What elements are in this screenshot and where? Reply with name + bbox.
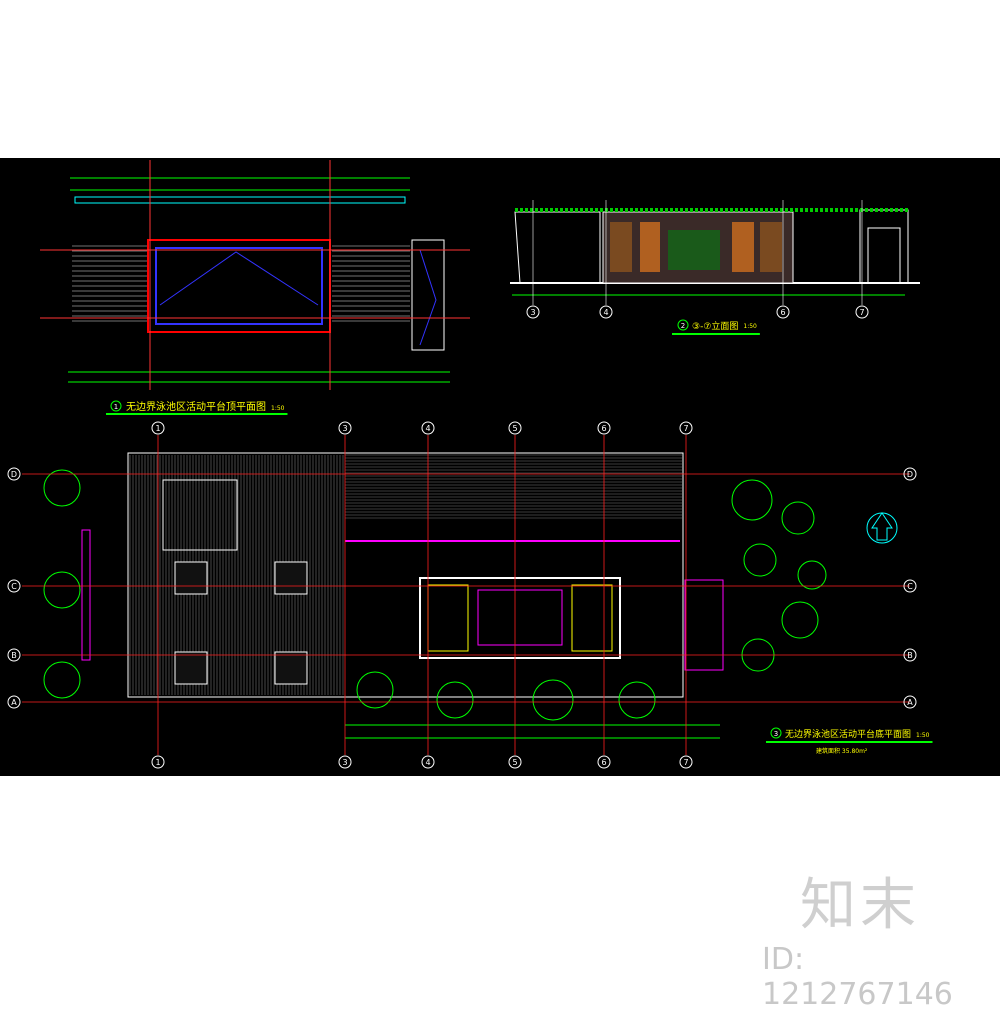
axis-bubble [7,467,21,481]
tree-symbol [43,469,81,507]
tree-symbol [43,661,81,699]
elevation-title-text: ③-⑦立面图 [692,320,738,332]
axis-bubble [7,579,21,593]
axis-label: 6 [780,308,785,317]
axis-bubble [421,755,435,769]
axis-label: C [11,582,17,591]
elevation-title: 2 ③-⑦立面图 1:50 [672,319,760,335]
axis-label: 4 [425,758,430,767]
axis-bubble [338,421,352,435]
floor-area: 建筑面积 35.80m² [816,747,868,755]
trees [43,469,827,721]
roof-plan [40,160,470,390]
axis-label: B [907,651,913,660]
tree-symbol [731,479,773,521]
elevation-scale: 1:50 [743,323,757,330]
axis-bubble [7,648,21,662]
floor-plan [81,452,724,739]
tree-symbol [797,560,827,590]
axis-bubble [421,421,435,435]
axis-label: 6 [601,424,606,433]
tree-symbol [356,671,394,709]
axis-bubble [855,305,869,319]
axis-label: 3 [530,308,535,317]
axis-bubble [776,305,790,319]
axis-label: 3 [342,758,347,767]
axis-bubble [903,695,917,709]
roof-plan-scale: 1:50 [271,405,285,412]
axis-bubble [526,305,540,319]
axis-bubble [597,755,611,769]
axis-label: 4 [603,308,608,317]
axis-bubble [599,305,613,319]
cad-drawing-canvas: 1 无边界泳池区活动平台顶平面图 1:50 3 4 6 7 2 ③-⑦立面图 1:50 [0,158,1000,776]
watermark-id: ID: 1212767146 [762,942,953,1012]
axis-label: A [907,698,913,707]
tree-symbol [618,681,656,719]
roof-deck-left [72,245,148,322]
axis-bubble [679,755,693,769]
axis-label: 4 [425,424,430,433]
tree-symbol [43,571,81,609]
axis-label: C [907,582,913,591]
floor-plan-title-text: 无边界泳池区活动平台底平面图 [785,728,911,740]
tree-symbol [781,501,815,535]
watermark-logo: 知末 [800,873,920,938]
axis-bubble [508,421,522,435]
roof-plan-title-text: 无边界泳池区活动平台顶平面图 [126,400,266,413]
axis-label: D [907,470,913,479]
axis-bubble [508,755,522,769]
roof-plan-number: 1 [114,403,118,411]
axis-bubble [151,755,165,769]
roof-plan-title: 1 无边界泳池区活动平台顶平面图 1:50 [106,400,288,415]
cad-drawing: 1 无边界泳池区活动平台顶平面图 1:50 3 4 6 7 2 ③-⑦立面图 1:50 [7,160,933,769]
axis-bubble [7,695,21,709]
tree-symbol [436,681,474,719]
tree-symbol [743,543,777,577]
axis-label: 7 [859,308,864,317]
axis-label: 5 [512,424,517,433]
axis-label: D [11,470,17,479]
elevation-number: 2 [681,322,685,330]
axis-bubble [151,421,165,435]
axis-label: A [11,698,17,707]
axis-bubble [903,467,917,481]
axis-label: 5 [512,758,517,767]
tree-symbol [532,679,574,721]
axis-bubble [903,579,917,593]
north-arrow-icon [866,512,898,544]
elevation [510,208,920,296]
elevation-axes: 3 4 6 7 [526,200,869,319]
axis-label: 1 [155,424,160,433]
tree-symbol [781,601,819,639]
axis-label: 6 [601,758,606,767]
floor-plan-title: 3 无边界泳池区活动平台底平面图 1:50 建筑面积 35.80m² [766,727,933,755]
axis-label: 7 [683,758,688,767]
floor-plan-number: 3 [774,730,778,738]
roof-deck-right [332,245,410,322]
floor-plan-scale: 1:50 [916,732,930,739]
axis-bubble [597,421,611,435]
axis-label: B [11,651,17,660]
axis-label: 1 [155,758,160,767]
axis-label: 7 [683,424,688,433]
axis-bubble [903,648,917,662]
axis-bubble [338,755,352,769]
axis-label: 3 [342,424,347,433]
deck-hatching [127,452,684,698]
axis-bubble [679,421,693,435]
